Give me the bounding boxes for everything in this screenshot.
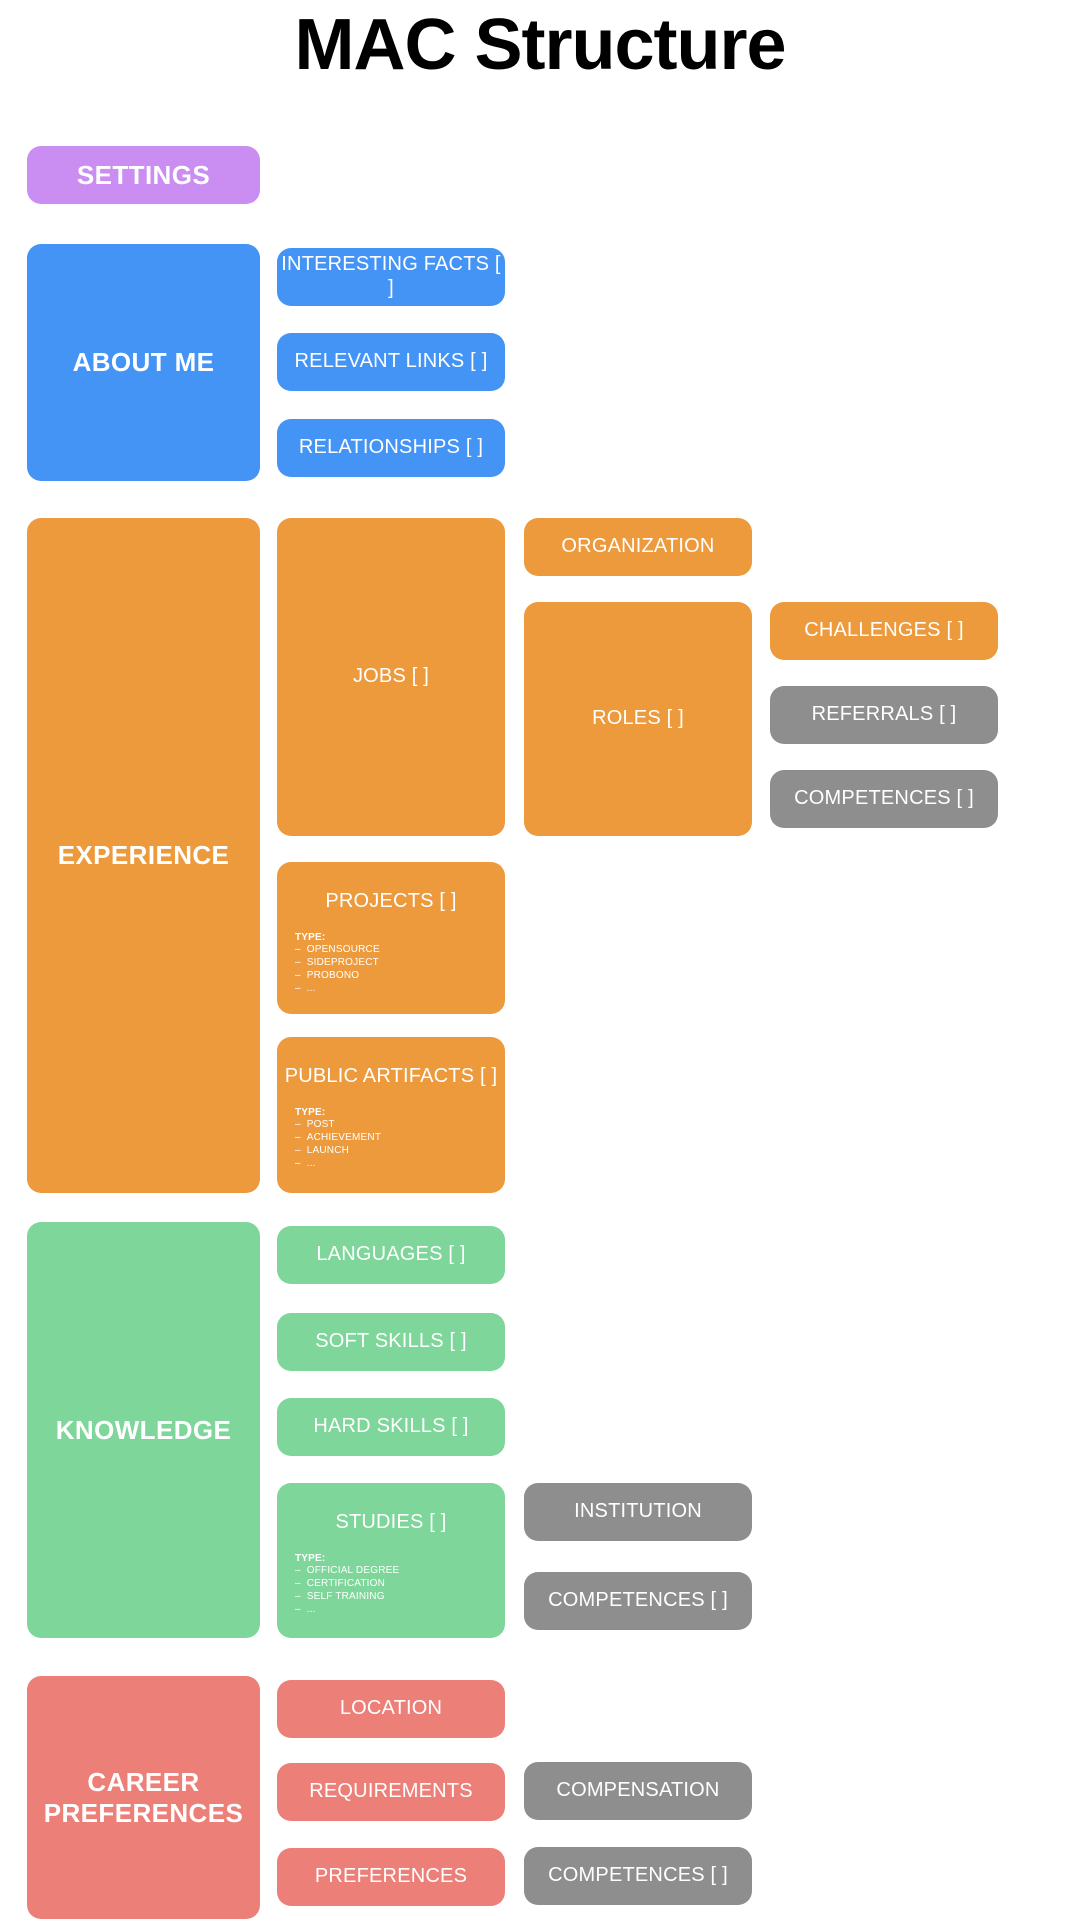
node-requirements[interactable]: REQUIREMENTS [277, 1763, 505, 1821]
node-location-label: LOCATION [339, 1697, 443, 1720]
node-career-preferences[interactable]: CAREER PREFERENCES [27, 1676, 260, 1919]
page-title: MAC Structure [294, 5, 786, 85]
type-item: – ... [295, 1603, 316, 1615]
node-challenges-label: CHALLENGES [ ] [804, 619, 964, 642]
type-item: – ACHIEVEMENT [295, 1132, 382, 1144]
node-competences-career[interactable]: COMPETENCES [ ] [524, 1847, 752, 1905]
node-institution-label: INSTITUTION [574, 1500, 702, 1523]
type-heading: TYPE: [295, 1552, 326, 1564]
node-location[interactable]: LOCATION [277, 1680, 505, 1738]
node-about-me-label: ABOUT ME [72, 347, 215, 378]
type-item: – POST [295, 1119, 335, 1131]
node-competences-experience[interactable]: COMPETENCES [ ] [770, 770, 998, 828]
node-roles[interactable]: ROLES [ ] [524, 602, 752, 836]
node-institution[interactable]: INSTITUTION [524, 1483, 752, 1541]
node-organization[interactable]: ORGANIZATION [524, 518, 752, 576]
type-item: – SELF TRAINING [295, 1590, 385, 1602]
type-item: – ... [295, 1157, 316, 1169]
type-heading: TYPE: [295, 1106, 326, 1118]
node-public-artifacts-label: PUBLIC ARTIFACTS [ ] [284, 1065, 498, 1087]
node-interesting-facts-label: INTERESTING FACTS [ ] [281, 253, 501, 299]
node-public-artifacts-type-list: TYPE: – POST – ACHIEVEMENT – LAUNCH – ..… [295, 1107, 505, 1171]
node-studies-label: STUDIES [ ] [335, 1511, 447, 1533]
node-competences-knowledge-label: COMPETENCES [ ] [548, 1589, 728, 1612]
node-experience-label: EXPERIENCE [57, 840, 230, 871]
node-projects-type-list: TYPE: – OPENSOURCE – SIDEPROJECT – PROBO… [295, 932, 505, 996]
node-organization-label: ORGANIZATION [561, 535, 715, 558]
type-item: – ... [295, 982, 316, 994]
node-referrals[interactable]: REFERRALS [ ] [770, 686, 998, 744]
node-requirements-label: REQUIREMENTS [309, 1780, 473, 1803]
node-referrals-label: REFERRALS [ ] [811, 703, 957, 726]
node-settings-label: SETTINGS [76, 159, 211, 190]
node-about-me[interactable]: ABOUT ME [27, 244, 260, 481]
type-heading: TYPE: [295, 931, 326, 943]
type-item: – PROBONO [295, 969, 360, 981]
node-languages[interactable]: LANGUAGES [ ] [277, 1226, 505, 1284]
node-interesting-facts[interactable]: INTERESTING FACTS [ ] [277, 248, 505, 306]
type-item: – OFFICIAL DEGREE [295, 1565, 400, 1577]
node-relationships[interactable]: RELATIONSHIPS [ ] [277, 419, 505, 477]
node-hard-skills-label: HARD SKILLS [ ] [313, 1415, 469, 1438]
node-settings[interactable]: SETTINGS [27, 146, 260, 204]
node-relevant-links[interactable]: RELEVANT LINKS [ ] [277, 333, 505, 391]
node-studies[interactable]: STUDIES [ ] TYPE: – OFFICIAL DEGREE – CE… [277, 1483, 505, 1638]
node-knowledge-label: KNOWLEDGE [55, 1414, 232, 1445]
type-item: – LAUNCH [295, 1144, 350, 1156]
node-competences-career-label: COMPETENCES [ ] [548, 1864, 728, 1887]
node-competences-knowledge[interactable]: COMPETENCES [ ] [524, 1572, 752, 1630]
type-item: – SIDEPROJECT [295, 957, 379, 969]
type-item: – CERTIFICATION [295, 1578, 386, 1590]
node-relevant-links-label: RELEVANT LINKS [ ] [294, 350, 488, 373]
node-languages-label: LANGUAGES [ ] [316, 1243, 466, 1266]
node-soft-skills[interactable]: SOFT SKILLS [ ] [277, 1313, 505, 1371]
node-hard-skills[interactable]: HARD SKILLS [ ] [277, 1398, 505, 1456]
node-jobs-label: JOBS [ ] [352, 665, 430, 688]
node-projects[interactable]: PROJECTS [ ] TYPE: – OPENSOURCE – SIDEPR… [277, 862, 505, 1014]
node-jobs[interactable]: JOBS [ ] [277, 518, 505, 836]
node-experience[interactable]: EXPERIENCE [27, 518, 260, 1193]
node-knowledge[interactable]: KNOWLEDGE [27, 1222, 260, 1638]
node-public-artifacts[interactable]: PUBLIC ARTIFACTS [ ] TYPE: – POST – ACHI… [277, 1037, 505, 1193]
type-item: – OPENSOURCE [295, 944, 380, 956]
node-preferences[interactable]: PREFERENCES [277, 1848, 505, 1906]
node-relationships-label: RELATIONSHIPS [ ] [298, 436, 484, 459]
node-preferences-label: PREFERENCES [314, 1865, 468, 1888]
node-compensation-label: COMPENSATION [556, 1779, 720, 1802]
node-roles-label: ROLES [ ] [592, 707, 684, 730]
node-studies-type-list: TYPE: – OFFICIAL DEGREE – CERTIFICATION … [295, 1553, 505, 1617]
node-challenges[interactable]: CHALLENGES [ ] [770, 602, 998, 660]
node-competences-experience-label: COMPETENCES [ ] [794, 787, 974, 810]
node-soft-skills-label: SOFT SKILLS [ ] [315, 1330, 467, 1353]
node-projects-label: PROJECTS [ ] [325, 890, 457, 912]
node-career-preferences-label: CAREER PREFERENCES [43, 1766, 244, 1828]
node-compensation[interactable]: COMPENSATION [524, 1762, 752, 1820]
